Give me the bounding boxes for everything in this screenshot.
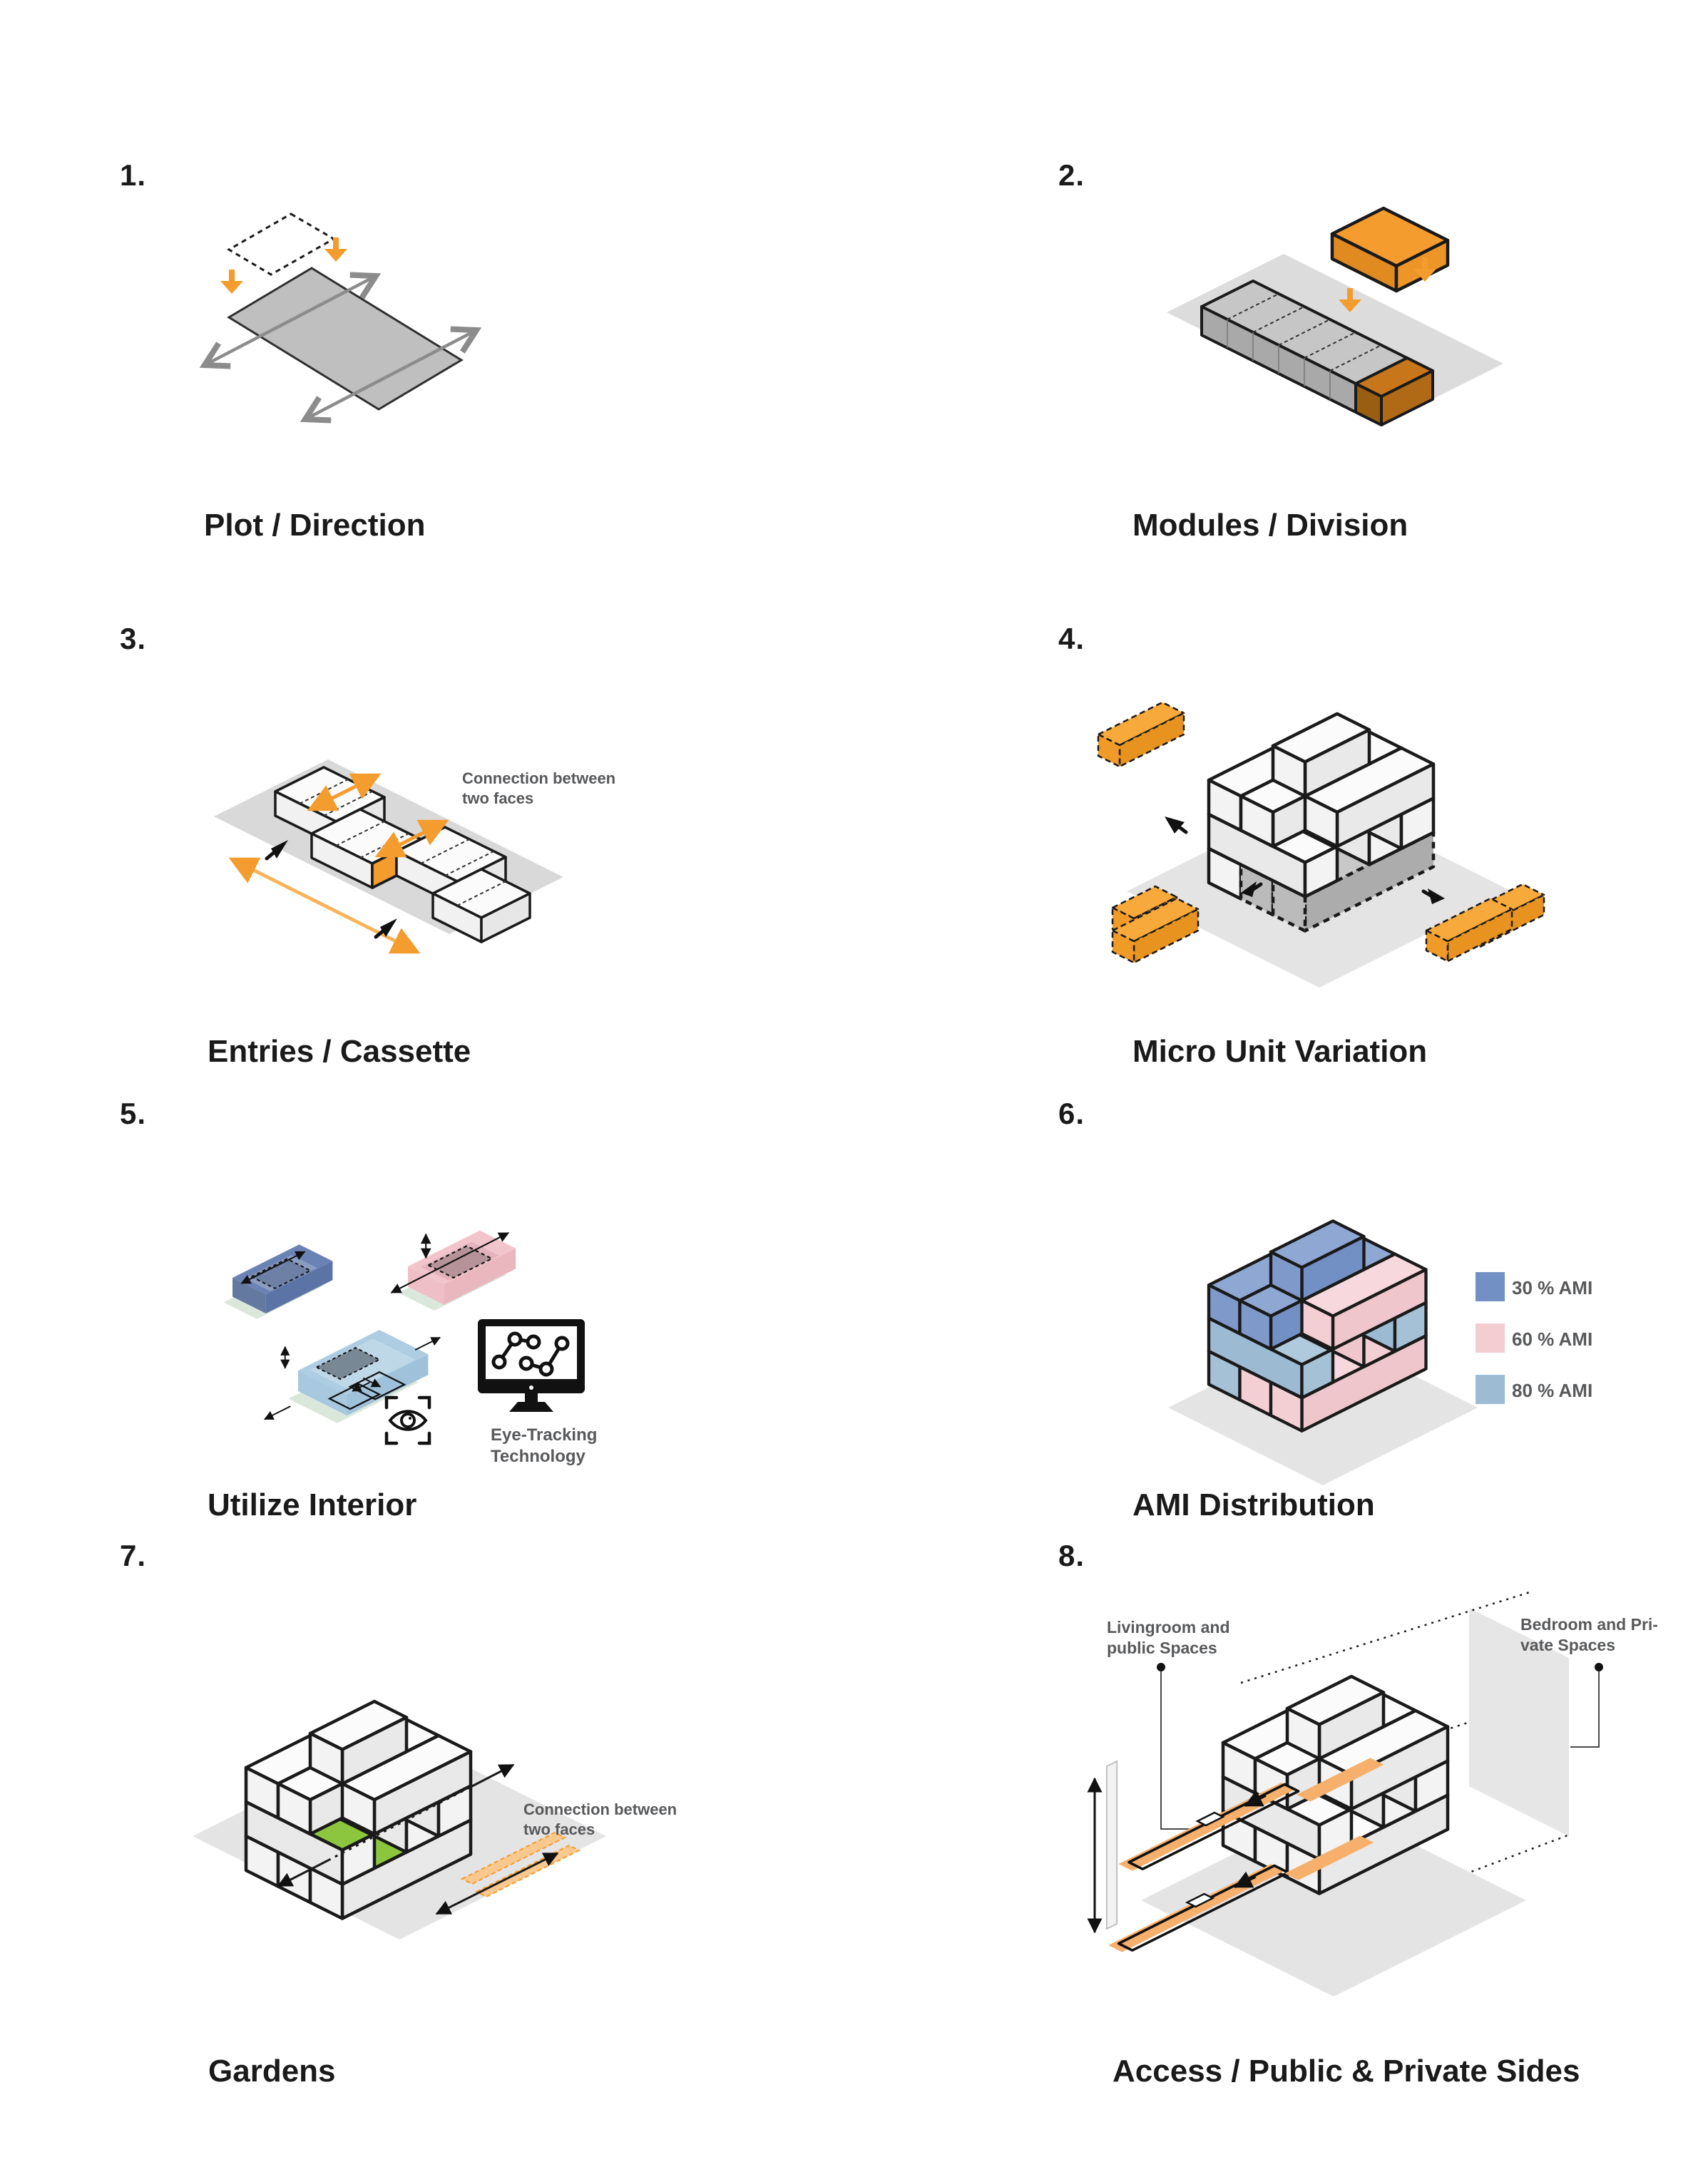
unit-module-lightblue [264, 1330, 441, 1423]
legend-label-80: 80 % AMI [1512, 1380, 1593, 1401]
panel-micro-unit-variation: 4. Micro Unit Var [1048, 606, 1690, 1077]
panel-5-caption: Utilize Interior [208, 1487, 417, 1522]
panel-2-number: 2. [1058, 158, 1085, 192]
panel-6-number: 6. [1058, 1097, 1085, 1130]
panel-7-number: 7. [120, 1539, 147, 1572]
garden-stack [244, 1699, 473, 1920]
panel-5-number: 5. [120, 1097, 147, 1130]
entries-cassette-diagram [214, 759, 563, 954]
panel-plot-direction: 1. Plot / Direction [107, 143, 713, 556]
cursor-arrow-icon [374, 918, 397, 939]
panel-8-caption: Access / Public & Private Sides [1113, 2054, 1580, 2089]
connection-note: Connection between two faces [462, 769, 616, 807]
panel-7-caption: Gardens [208, 2054, 336, 2089]
panel-utilize-interior: 5. [107, 1084, 820, 1526]
panel-8-number: 8. [1058, 1539, 1085, 1572]
panel-ami-distribution: 6. 30 % AMI 60 % AMI 80 % AMI AM [1048, 1084, 1708, 1526]
ami-diagram [1168, 1219, 1478, 1485]
private-plane [1469, 1608, 1569, 1836]
gardens-diagram [193, 1699, 606, 1940]
eye-icon [384, 1395, 431, 1445]
panel-3-caption: Entries / Cassette [208, 1034, 471, 1069]
down-arrow-icon [220, 270, 243, 294]
micro-unit-block [1425, 883, 1545, 963]
panel-4-number: 4. [1058, 622, 1085, 655]
entry-arrow-icon [307, 773, 382, 811]
plot-surface [227, 267, 464, 411]
direction-arrow-icon [199, 272, 382, 369]
micro-unit-block [1097, 701, 1185, 768]
panel-1-number: 1. [120, 158, 147, 192]
connection-band [435, 1831, 581, 1915]
panel-6-caption: AMI Distribution [1132, 1487, 1375, 1522]
panel-access-sides: 8. [1048, 1526, 1708, 2132]
panel-2-caption: Modules / Division [1132, 508, 1408, 543]
down-arrow-icon [324, 237, 347, 262]
micro-unit-diagram [1097, 701, 1545, 988]
utilize-interior-diagram [223, 1230, 585, 1445]
cursor-arrow-icon [1165, 816, 1188, 834]
panel-4-caption: Micro Unit Variation [1132, 1034, 1428, 1069]
access-diagram [1087, 1590, 1603, 1997]
down-arrow-icon [1413, 257, 1436, 282]
placed-module [1354, 357, 1434, 426]
legend-swatch-80 [1476, 1375, 1505, 1404]
unit-module-navy [223, 1244, 333, 1319]
panel-1-caption: Plot / Direction [204, 508, 426, 543]
legend-swatch-30 [1476, 1272, 1505, 1301]
connection-note: Connection between two faces [523, 1800, 677, 1838]
legend-label-30: 30 % AMI [1512, 1277, 1593, 1298]
plot-direction-diagram [199, 212, 482, 424]
ami-stack [1207, 1219, 1428, 1433]
micro-unit-block [1111, 885, 1200, 964]
legend-label-60: 60 % AMI [1512, 1328, 1593, 1350]
entry-arrow-icon [374, 819, 449, 858]
access-ramps [1087, 1758, 1384, 1952]
direction-arrow-icon [300, 326, 482, 424]
panel-modules-division: 2. [1048, 143, 1690, 556]
modules-division-diagram [1167, 206, 1503, 426]
down-arrow-icon [1339, 288, 1361, 312]
unit-module-pink [390, 1230, 516, 1311]
cursor-arrow-icon [1241, 881, 1263, 897]
eye-tracking-label: Eye-Tracking Technology [491, 1425, 598, 1466]
panel-entries-cassette: 3. [107, 606, 820, 1077]
livingroom-label: Livingroom and public Spaces [1107, 1618, 1230, 1657]
floating-module [1330, 206, 1450, 293]
unit-stack [1207, 712, 1436, 933]
panel-gardens: 7. Connection between two faces G [107, 1526, 820, 2132]
connection-arrow-icon [277, 1763, 515, 1887]
ami-legend: 30 % AMI 60 % AMI 80 % AMI [1476, 1272, 1689, 1429]
monitor-icon [478, 1319, 585, 1412]
cursor-arrow-icon [1421, 888, 1445, 904]
cursor-arrow-icon [265, 840, 288, 861]
panel-3-number: 3. [120, 622, 147, 655]
street-arrow-icon [228, 857, 421, 954]
legend-swatch-60 [1476, 1323, 1505, 1353]
bedroom-label: Bedroom and Pri- vate Spaces [1520, 1615, 1658, 1654]
future-footprint-dashed [227, 212, 337, 276]
